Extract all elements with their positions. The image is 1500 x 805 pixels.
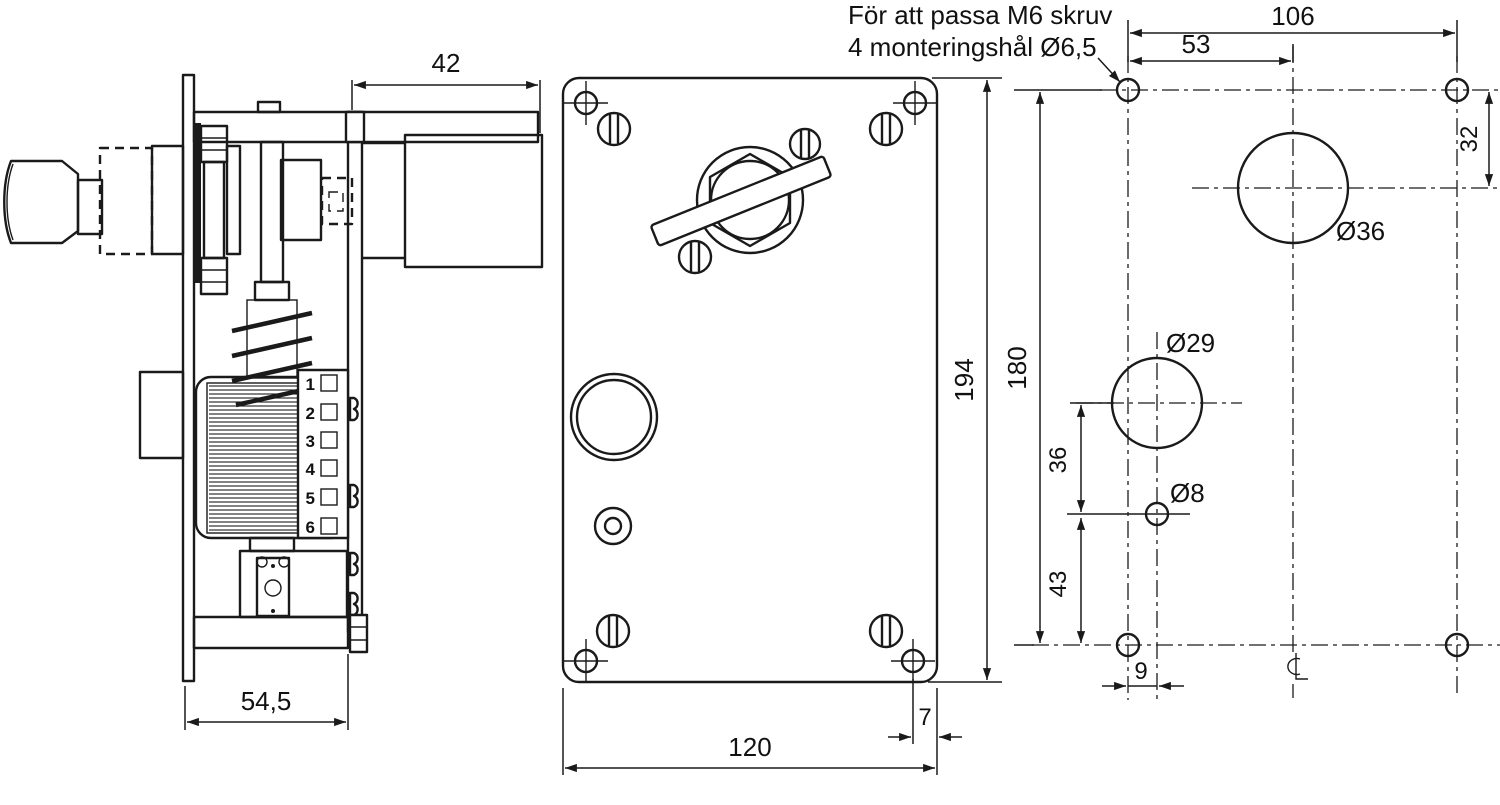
corner-hole [564, 81, 608, 125]
cable-hole-label: Ø8 [1170, 478, 1205, 508]
terminal-strip: 1 2 3 4 5 6 [296, 368, 350, 540]
dim-42-label: 42 [432, 48, 461, 78]
gasket [194, 123, 201, 283]
dimension-bottom-hole-offset: 9 [1102, 658, 1184, 691]
hex-nut-bottom [199, 256, 229, 296]
hex-nut-top [199, 124, 229, 164]
terminal-row: 5 [306, 488, 338, 508]
corner-hole [891, 639, 935, 683]
handle-hole-label: Ø36 [1336, 216, 1385, 246]
front-view: 194 180 7 120 [561, 76, 1102, 775]
terminal-label-1: 1 [306, 375, 315, 394]
terminal-label-4: 4 [306, 460, 316, 479]
knob-shaft [76, 178, 104, 236]
cable-hole [593, 506, 633, 546]
dimension-top-to-handle: 32 [1456, 92, 1494, 186]
terminal-row: 3 [306, 431, 338, 451]
terminal-row: 6 [306, 517, 338, 537]
handle-lever [650, 155, 832, 247]
leader-line [1097, 57, 1121, 83]
hidden-detail-inner [328, 191, 344, 212]
mid-block [279, 158, 323, 242]
dim-194-label: 194 [949, 358, 979, 401]
cylinder-body [202, 160, 226, 260]
mounting-hole-bottom-left [1115, 632, 1141, 658]
dimension-hole-span-width: 106 [1127, 1, 1458, 62]
cylinder-rear [225, 144, 242, 256]
dimension-plate-width: 120 [562, 688, 935, 775]
terminal-row: 2 [306, 403, 338, 423]
hidden-housing [98, 146, 154, 256]
terminal-clips [348, 396, 359, 617]
drill-template: För att passa M6 skruv 4 monteringshål Ø… [848, 0, 1500, 700]
corner-hole [564, 639, 608, 683]
hidden-detail [320, 176, 354, 226]
top-tab [256, 100, 282, 114]
dim-32-label: 32 [1456, 126, 1483, 153]
top-bar [192, 110, 540, 144]
dim-53-label: 53 [1182, 29, 1211, 59]
bolt-box [138, 370, 185, 460]
coil-block [194, 375, 348, 540]
terminal-row: 4 [306, 459, 338, 479]
cylinder-hole-label: Ø29 [1166, 328, 1215, 358]
mounting-hole-top-left [1115, 77, 1141, 103]
center-lines [1032, 46, 1500, 700]
terminal-row: 1 [306, 374, 338, 394]
screw-head [596, 111, 632, 147]
dimension-hole-edge-offset: 7 [888, 679, 962, 775]
dimension-cylinder-to-bottom: 43 [1045, 518, 1086, 643]
screw-head [677, 239, 713, 275]
dimension-plate-height: 194 [928, 77, 1002, 683]
screw-head [868, 111, 904, 147]
screw-head [595, 613, 631, 649]
screw-head [868, 613, 904, 649]
handle-hole [1236, 131, 1350, 245]
spindle [259, 140, 285, 284]
dim-106-label: 106 [1271, 1, 1314, 31]
rose-spacer [150, 144, 185, 256]
dim-9-label: 9 [1134, 658, 1147, 685]
t-handle [650, 145, 832, 255]
switch-body [403, 133, 544, 269]
dim-7-label: 7 [918, 704, 931, 731]
lower-bracket [192, 536, 369, 654]
dim-120-label: 120 [728, 732, 771, 762]
screw-head [788, 127, 822, 161]
corner-hole [893, 81, 936, 125]
side-view: 1 2 3 4 5 6 [3, 48, 544, 730]
dimension-total-depth: 54,5 [184, 654, 349, 730]
dim-36-label: 36 [1045, 447, 1072, 474]
terminal-label-2: 2 [306, 404, 315, 423]
front-plate [561, 76, 939, 684]
cylinder-hole [569, 372, 659, 462]
dimension-hole-span-half: 53 [1130, 29, 1294, 66]
dim-43-label: 43 [1045, 571, 1072, 598]
note-line-1: För att passa M6 skruv [848, 0, 1112, 30]
mounting-hole-top-right [1444, 77, 1470, 103]
terminal-label-3: 3 [306, 432, 315, 451]
knob [3, 159, 80, 245]
mounting-hole-bottom-right [1444, 632, 1470, 658]
terminal-label-6: 6 [306, 518, 315, 537]
terminal-label-5: 5 [306, 489, 315, 508]
centerline-symbol [1287, 653, 1308, 680]
dimension-hole-span-height: 180 [1002, 89, 1102, 646]
dimension-handle-to-cylinder: 36 [1045, 402, 1114, 512]
knob-chamfer [6, 163, 14, 241]
dim-54-5-label: 54,5 [241, 686, 292, 716]
mounting-panel [181, 73, 196, 683]
dimension-body-depth: 42 [351, 48, 541, 133]
rear-plate-nut [344, 110, 366, 144]
note-line-2: 4 monteringshål Ø6,5 [848, 32, 1097, 62]
dim-180-label: 180 [1002, 346, 1032, 389]
